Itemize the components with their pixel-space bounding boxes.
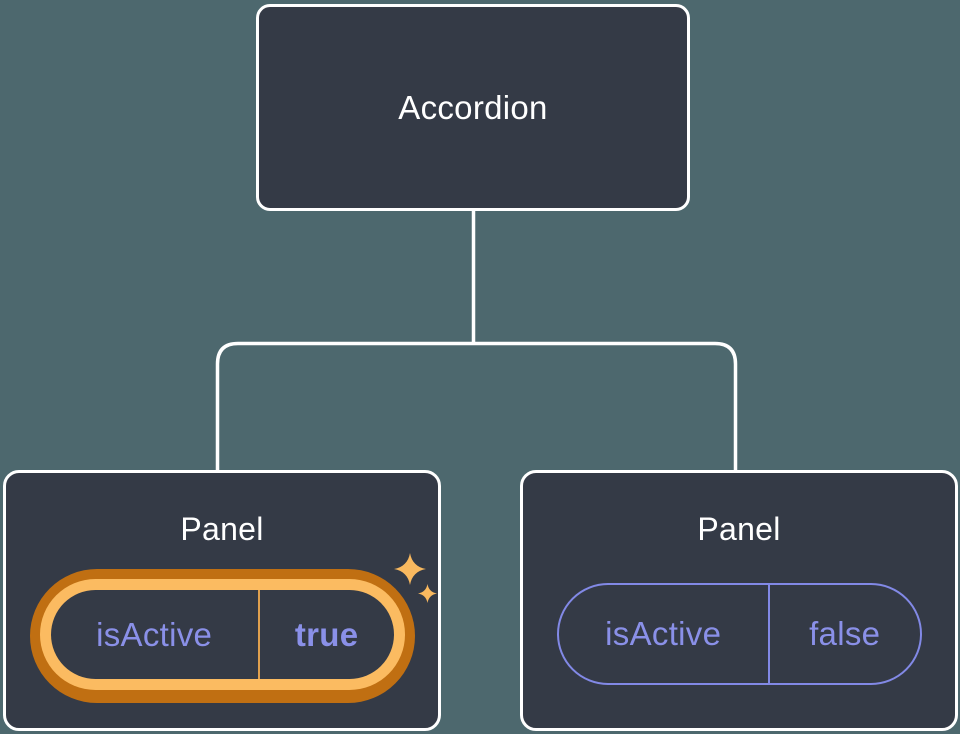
accordion-node-label: Accordion <box>398 88 548 126</box>
prop-name: isActive <box>51 590 260 679</box>
sparkle-icon-small <box>418 584 437 603</box>
prop-pill-inactive: isActive false <box>556 583 922 685</box>
prop-name: isActive <box>559 585 770 683</box>
sparkle-icon-large <box>394 553 426 585</box>
sparkle-icon <box>394 553 437 603</box>
panel-node-active: Panel isActive true <box>3 470 441 731</box>
panel-node-inactive: Panel isActive false <box>520 470 958 731</box>
panel-node-label: Panel <box>697 511 781 547</box>
connector-branch <box>215 341 738 471</box>
prop-value: false <box>809 615 881 652</box>
prop-value: true <box>294 615 359 653</box>
prop-pill-active-highlight-ring: isActive true <box>29 569 415 703</box>
accordion-node: Accordion <box>256 4 690 211</box>
prop-pill-active-inner-ring: isActive true <box>39 579 405 690</box>
panel-node-label: Panel <box>180 511 264 547</box>
prop-pill-active: isActive true <box>50 590 394 679</box>
